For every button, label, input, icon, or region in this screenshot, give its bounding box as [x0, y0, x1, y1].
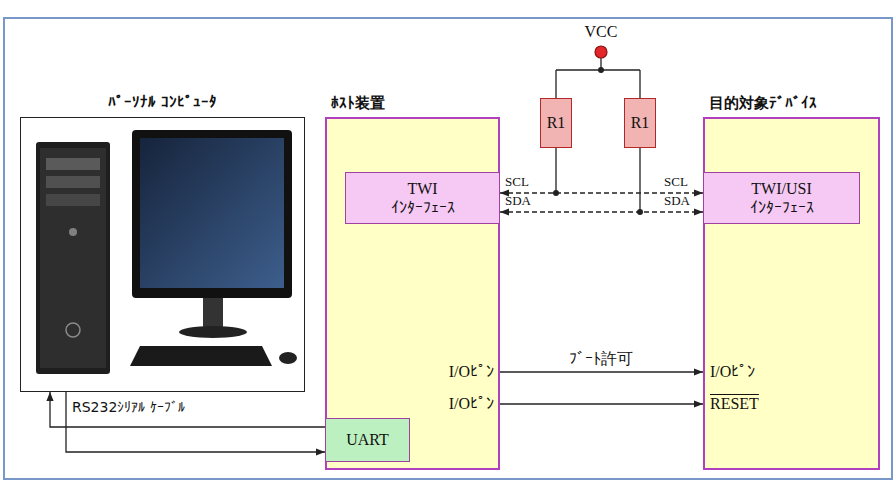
edge-label: ﾌﾞｰﾄ許可: [551, 349, 651, 369]
uart-box: UART: [325, 418, 410, 462]
pin-name: I/Oﾋﾟﾝ: [710, 362, 755, 382]
tower-case: [36, 142, 110, 374]
edge-label: RS232ｼﾘｱﾙ ｹｰﾌﾞﾙ: [72, 397, 185, 417]
signal-arrow: [500, 371, 703, 372]
drive-bay: [46, 176, 100, 188]
box-label: UART: [346, 430, 389, 449]
supply-label: VCC: [561, 22, 641, 42]
interface-box: TWI/USI ｲﾝﾀｰﾌｪｰｽ: [703, 172, 860, 224]
signal-arrow: [500, 403, 703, 404]
group-heading: ﾊﾟｰｿﾅﾙ ｺﾝﾋﾟｭｰﾀ: [21, 93, 304, 111]
wire: [555, 148, 556, 193]
box-label: R1: [547, 113, 566, 132]
group-heading: ﾎｽﾄ装置: [331, 94, 385, 112]
drive-bay: [46, 158, 100, 170]
resistor-symbol: R1: [624, 98, 656, 148]
pc-illustration: [36, 130, 297, 374]
monitor-screen: [140, 138, 284, 288]
signal-arrow: [50, 392, 325, 427]
device-box: TWI/USI ｲﾝﾀｰﾌｪｰｽ目的対象ﾃﾞﾊﾞｲｽ: [703, 117, 880, 470]
pin-name: I/Oﾋﾟﾝ: [398, 394, 494, 414]
drive-bay: [46, 194, 100, 206]
mouse: [279, 352, 297, 364]
signal-name: SDA: [505, 193, 531, 208]
resistor-symbol: R1: [540, 98, 572, 148]
logo-mark: [66, 323, 80, 337]
monitor-bezel: [132, 130, 292, 298]
interface-box: TWI ｲﾝﾀｰﾌｪｰｽ: [345, 172, 500, 224]
device-box: TWI ｲﾝﾀｰﾌｪｰｽUARTﾎｽﾄ装置: [325, 117, 500, 470]
box-label: R1: [631, 113, 650, 132]
power-button: [69, 228, 77, 236]
box-label: TWI/USI ｲﾝﾀｰﾌｪｰｽ: [742, 179, 822, 217]
keyboard: [130, 346, 272, 366]
figure-frame: [4, 18, 892, 479]
pin-name: RESET: [710, 394, 759, 414]
tower-front: [40, 148, 106, 368]
signal-name: SCL: [664, 174, 688, 189]
signal-arrow: [66, 392, 325, 452]
wire: [555, 70, 556, 98]
signal-name: SDA: [664, 193, 690, 208]
pin-name: I/Oﾋﾟﾝ: [398, 362, 494, 382]
junction-dot: [598, 67, 604, 73]
wire: [639, 70, 640, 98]
monitor-base: [179, 326, 247, 338]
signal-name: SCL: [505, 174, 529, 189]
computer-box: ﾊﾟｰｿﾅﾙ ｺﾝﾋﾟｭｰﾀ: [20, 117, 305, 392]
vcc-terminal: [595, 46, 607, 58]
group-heading: 目的対象ﾃﾞﾊﾞｲｽ: [709, 94, 817, 112]
box-label: TWI ｲﾝﾀｰﾌｪｰｽ: [383, 179, 463, 217]
bus-line: [500, 211, 703, 212]
monitor-stand: [203, 298, 223, 328]
wire: [639, 148, 640, 212]
